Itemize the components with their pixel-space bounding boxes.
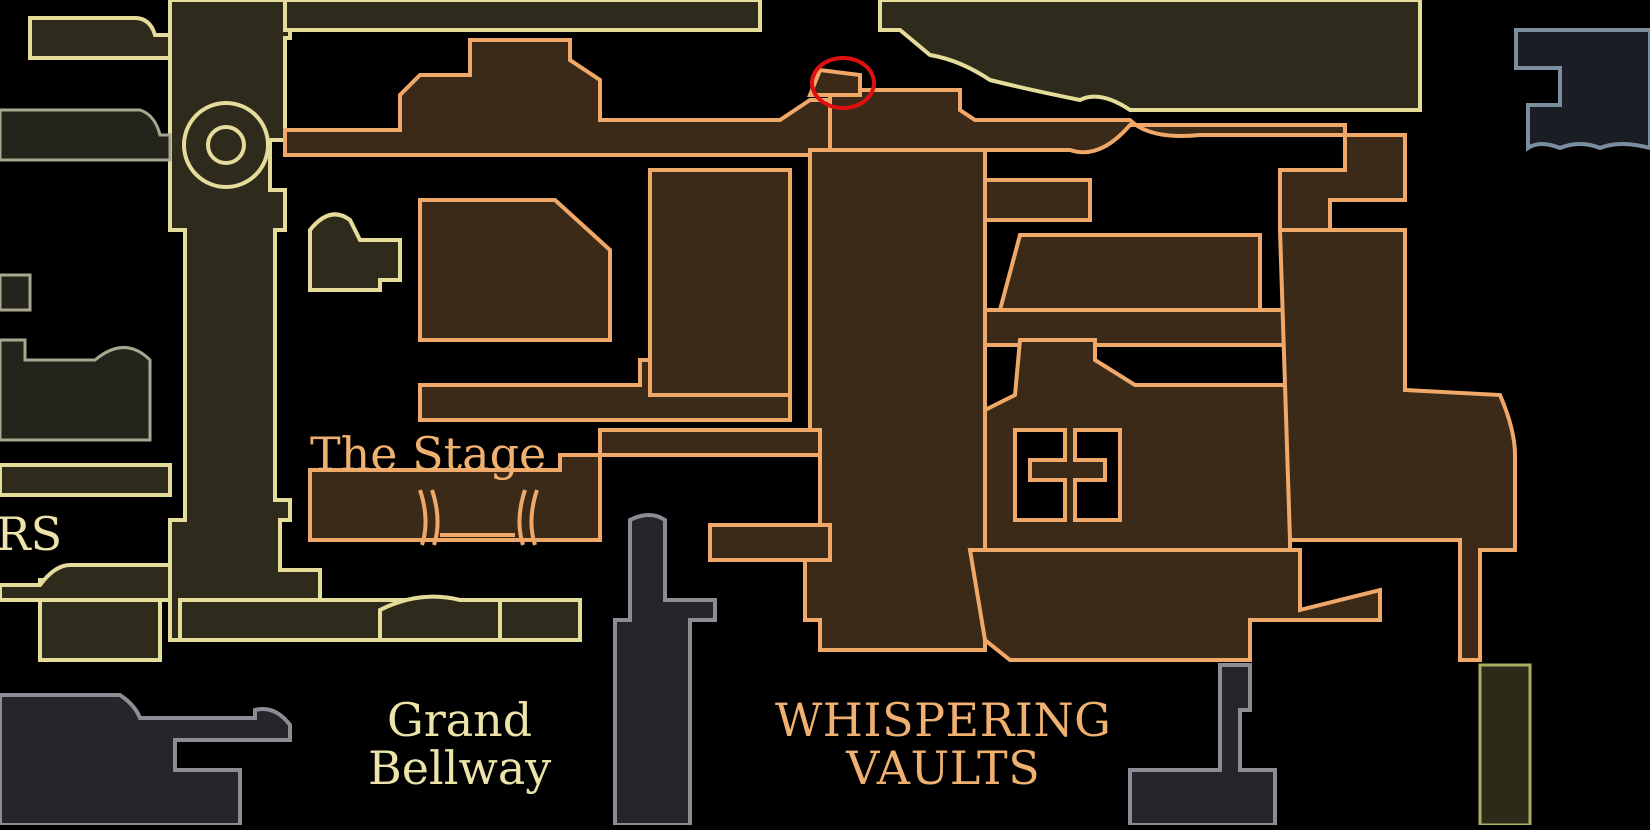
region-label-line: VAULTS xyxy=(846,741,1041,796)
round-room-icon xyxy=(182,101,270,189)
region-label-the-stage[interactable]: The Stage xyxy=(310,427,547,481)
region-label-line: Grand xyxy=(387,693,533,747)
region-label-partial: RS xyxy=(0,507,63,561)
blue-region-shape xyxy=(1514,28,1650,152)
vault-chambers xyxy=(1013,428,1122,522)
region-label-whispering-vaults[interactable]: WHISPERING VAULTS xyxy=(775,696,1111,793)
region-label-line: WHISPERING xyxy=(775,693,1112,747)
region-label-grand-bellway[interactable]: Grand Bellway xyxy=(368,696,551,793)
green-column-shape xyxy=(1478,663,1532,827)
dim-left-shapes xyxy=(0,108,172,442)
olive-region-shapes xyxy=(0,0,1422,662)
stage-curtain-icon xyxy=(418,489,539,546)
grey-region-shapes xyxy=(0,513,1277,827)
orange-region-shapes xyxy=(283,38,1517,662)
region-label-line: Bellway xyxy=(368,741,552,796)
red-circle-marker-icon xyxy=(810,56,876,110)
